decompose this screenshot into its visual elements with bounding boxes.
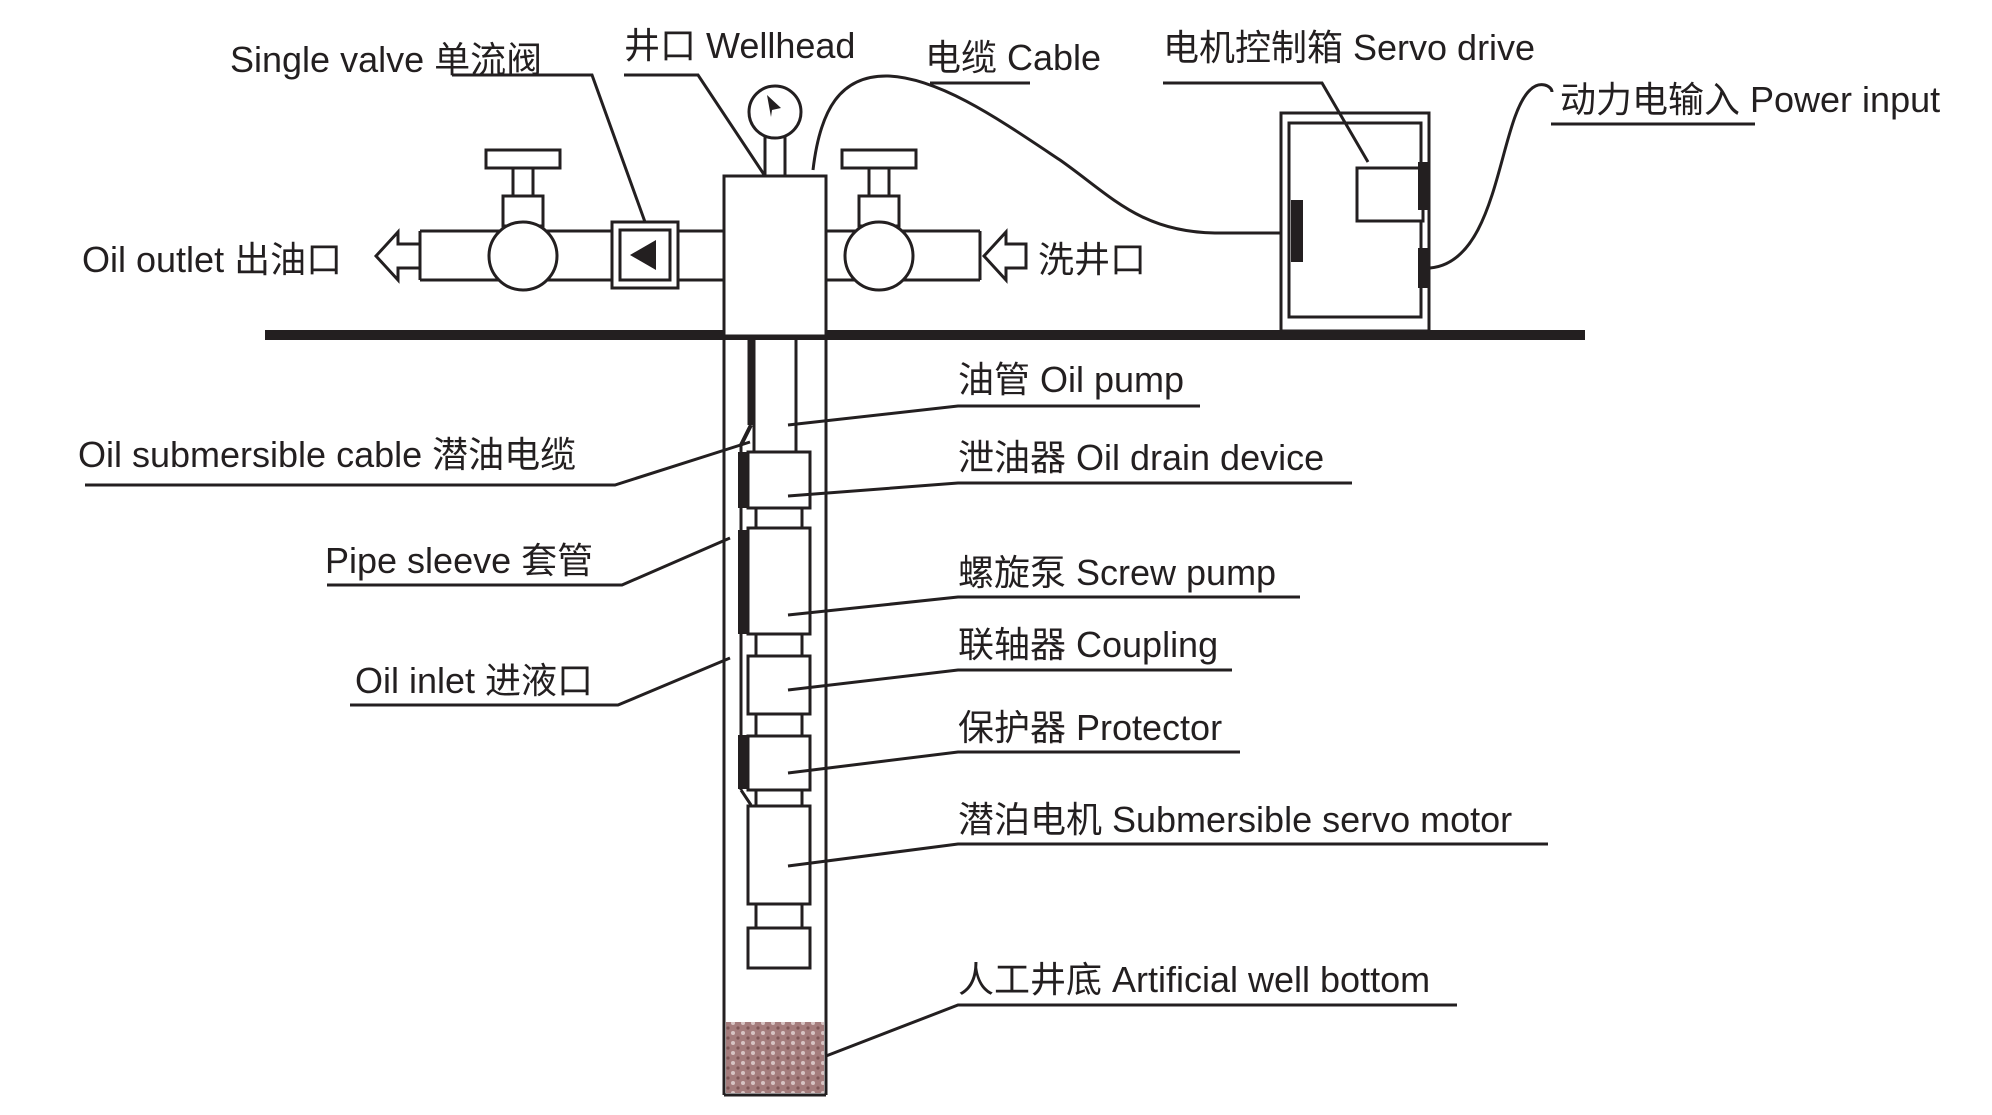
label-servo-motor: 潜泊电机 Submersible servo motor (958, 799, 1512, 840)
string-connector (754, 712, 804, 738)
oil-drain-device (746, 450, 812, 510)
servo-drive-cabinet (1279, 111, 1431, 333)
label-well-bottom: 人工井底 Artificial well bottom (958, 959, 1430, 1000)
label-oil-pump: 油管 Oil pump (958, 359, 1184, 400)
submersible-servo-motor (746, 804, 812, 906)
right-gate-valve (840, 148, 918, 292)
artificial-well-bottom (726, 1022, 824, 1093)
label-screw-pump: 螺旋泵 Screw pump (958, 552, 1276, 593)
motor-base (746, 926, 812, 970)
single-check-valve (610, 220, 680, 290)
label-power-input: 动力电输入 Power input (1560, 79, 1940, 120)
label-oil-submersible-cable: Oil submersible cable 潜油电缆 (78, 434, 576, 475)
power-input-cable (1429, 83, 1554, 270)
submersible-cable (738, 340, 755, 806)
label-oil-outlet: Oil outlet 出油口 (82, 239, 342, 280)
label-oil-inlet: Oil inlet 进液口 (355, 660, 593, 701)
label-cable: 电缆 Cable (925, 37, 1101, 78)
label-single-valve: Single valve 单流阀 (230, 39, 542, 80)
oil-outlet-arrow-icon (373, 228, 422, 284)
string-connector (754, 632, 804, 658)
protector (746, 734, 812, 792)
wellhead-block (722, 174, 828, 338)
string-connector (754, 788, 804, 808)
surface-cable (811, 74, 1280, 235)
label-protector: 保护器 Protector (958, 707, 1222, 748)
pressure-gauge-icon (747, 84, 803, 178)
label-oil-drain-device: 泄油器 Oil drain device (958, 437, 1324, 478)
label-wellhead: 井口 Wellhead (624, 25, 855, 66)
label-servo-drive: 电机控制箱 Servo drive (1163, 27, 1535, 68)
string-connector (754, 902, 804, 930)
string-connector (754, 506, 804, 530)
leader-lines (85, 73, 1755, 1058)
left-gate-valve (484, 148, 562, 292)
coupling (746, 654, 812, 716)
label-pipe-sleeve: Pipe sleeve 套管 (325, 540, 593, 581)
wash-port-arrow-icon (981, 228, 1028, 284)
screw-pump (746, 526, 812, 636)
label-coupling: 联轴器 Coupling (958, 624, 1218, 665)
well-casing (722, 336, 828, 1097)
label-wash-port: 洗井口 (1038, 239, 1146, 280)
oil-tubing (752, 340, 798, 452)
